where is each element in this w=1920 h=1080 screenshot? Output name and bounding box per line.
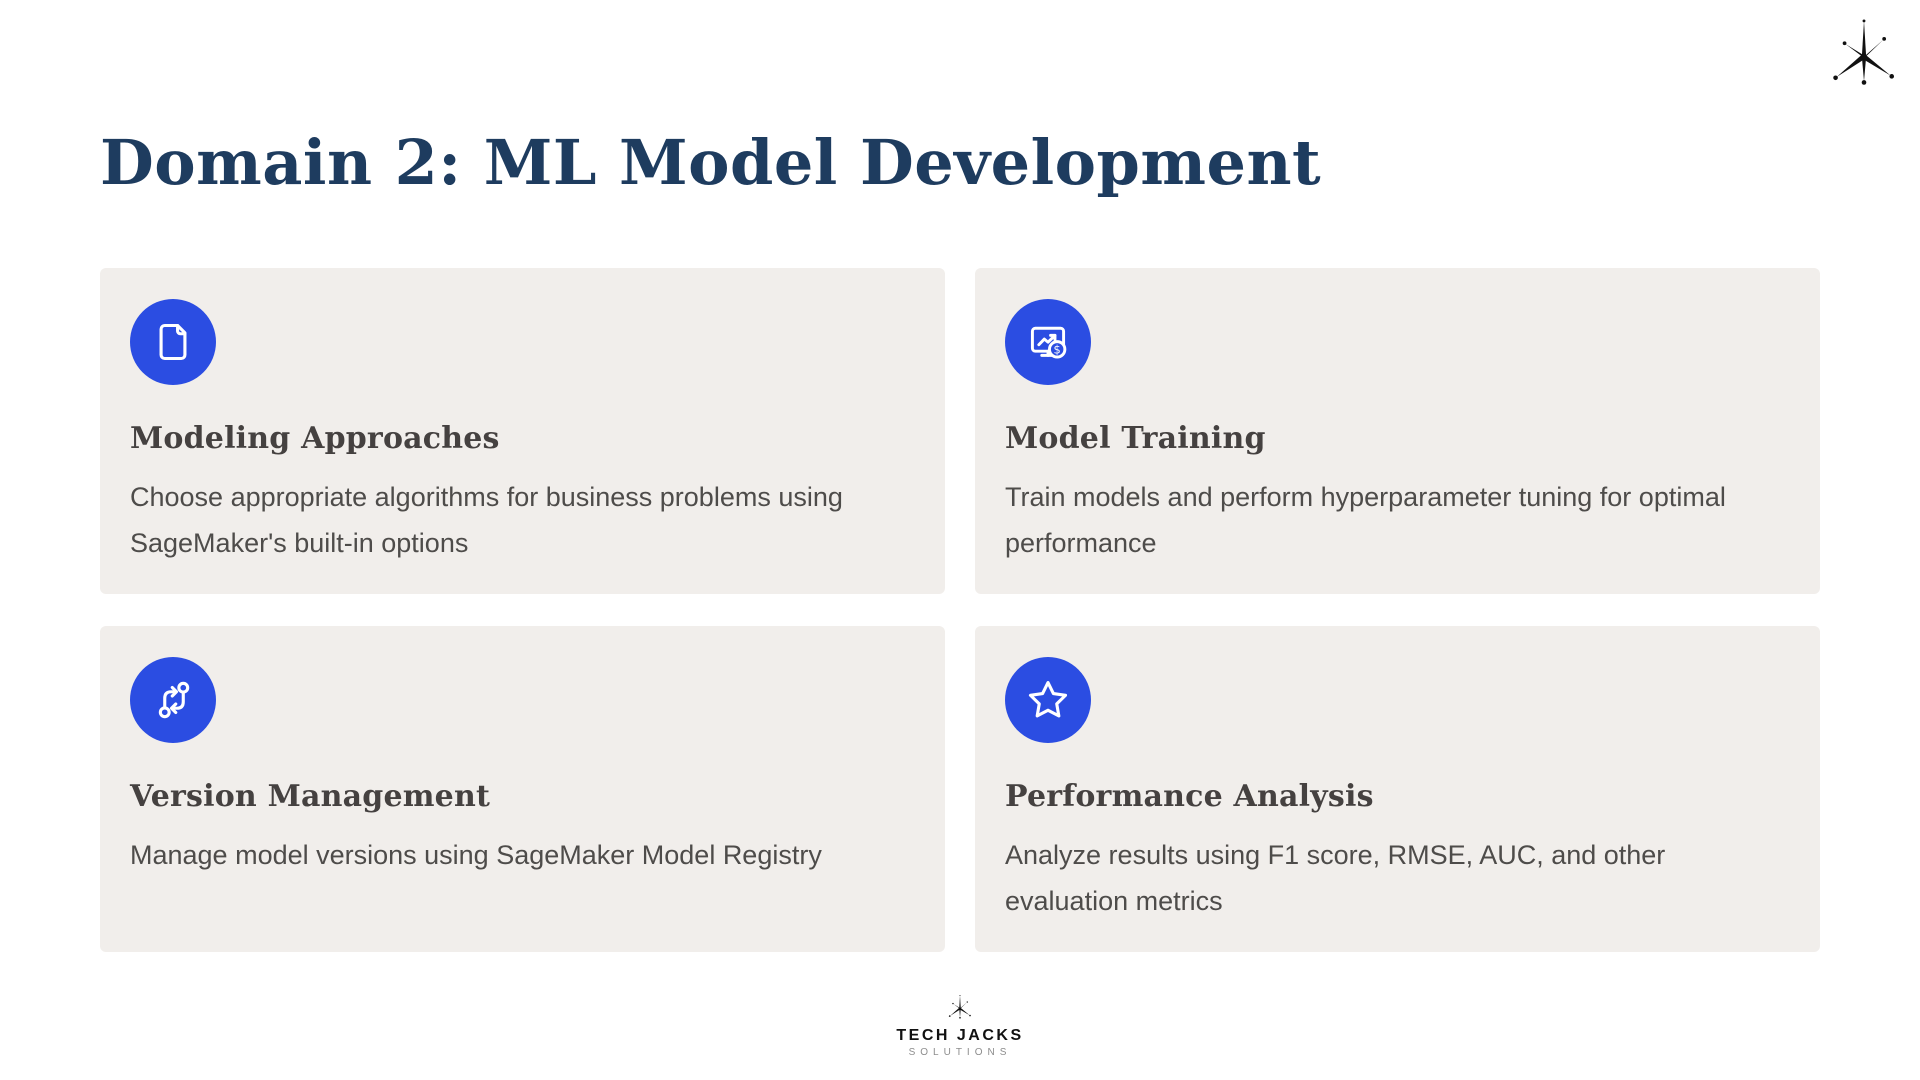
card-modeling-approaches: Modeling Approaches Choose appropriate a… [100,267,945,594]
cards-grid: Modeling Approaches Choose appropriate a… [100,267,1820,952]
page-title: Domain 2: ML Model Development [100,126,1322,199]
file-document-icon [130,298,216,385]
card-model-training: $ Model Training Train models and perfor… [975,267,1820,594]
monitor-chart-dollar-icon: $ [1005,298,1091,385]
version-flow-arrows-icon [130,656,216,743]
star-icon [1005,656,1091,743]
card-version-management: Version Management Manage model versions… [100,625,945,952]
starburst-logo-icon [948,995,971,1019]
card-description: Manage model versions using SageMaker Mo… [130,839,822,870]
card-title: Modeling Approaches [130,420,500,456]
starburst-logo-icon [1833,19,1895,85]
footer-logo: TECH JACKS SOLUTIONS [0,994,1920,1058]
card-title: Version Management [130,778,491,814]
card-description: Analyze results using F1 score, RMSE, AU… [1005,839,1666,916]
brand-name: TECH JACKS [896,1027,1024,1044]
card-title: Model Training [1005,420,1266,456]
card-title: Performance Analysis [1005,778,1374,814]
brand-subtitle: SOLUTIONS [908,1047,1012,1058]
card-performance-analysis: Performance Analysis Analyze results usi… [975,625,1820,952]
card-description: Train models and perform hyperparameter … [1005,481,1726,558]
card-description: Choose appropriate algorithms for busine… [130,481,843,558]
svg-text:$: $ [1054,342,1061,356]
